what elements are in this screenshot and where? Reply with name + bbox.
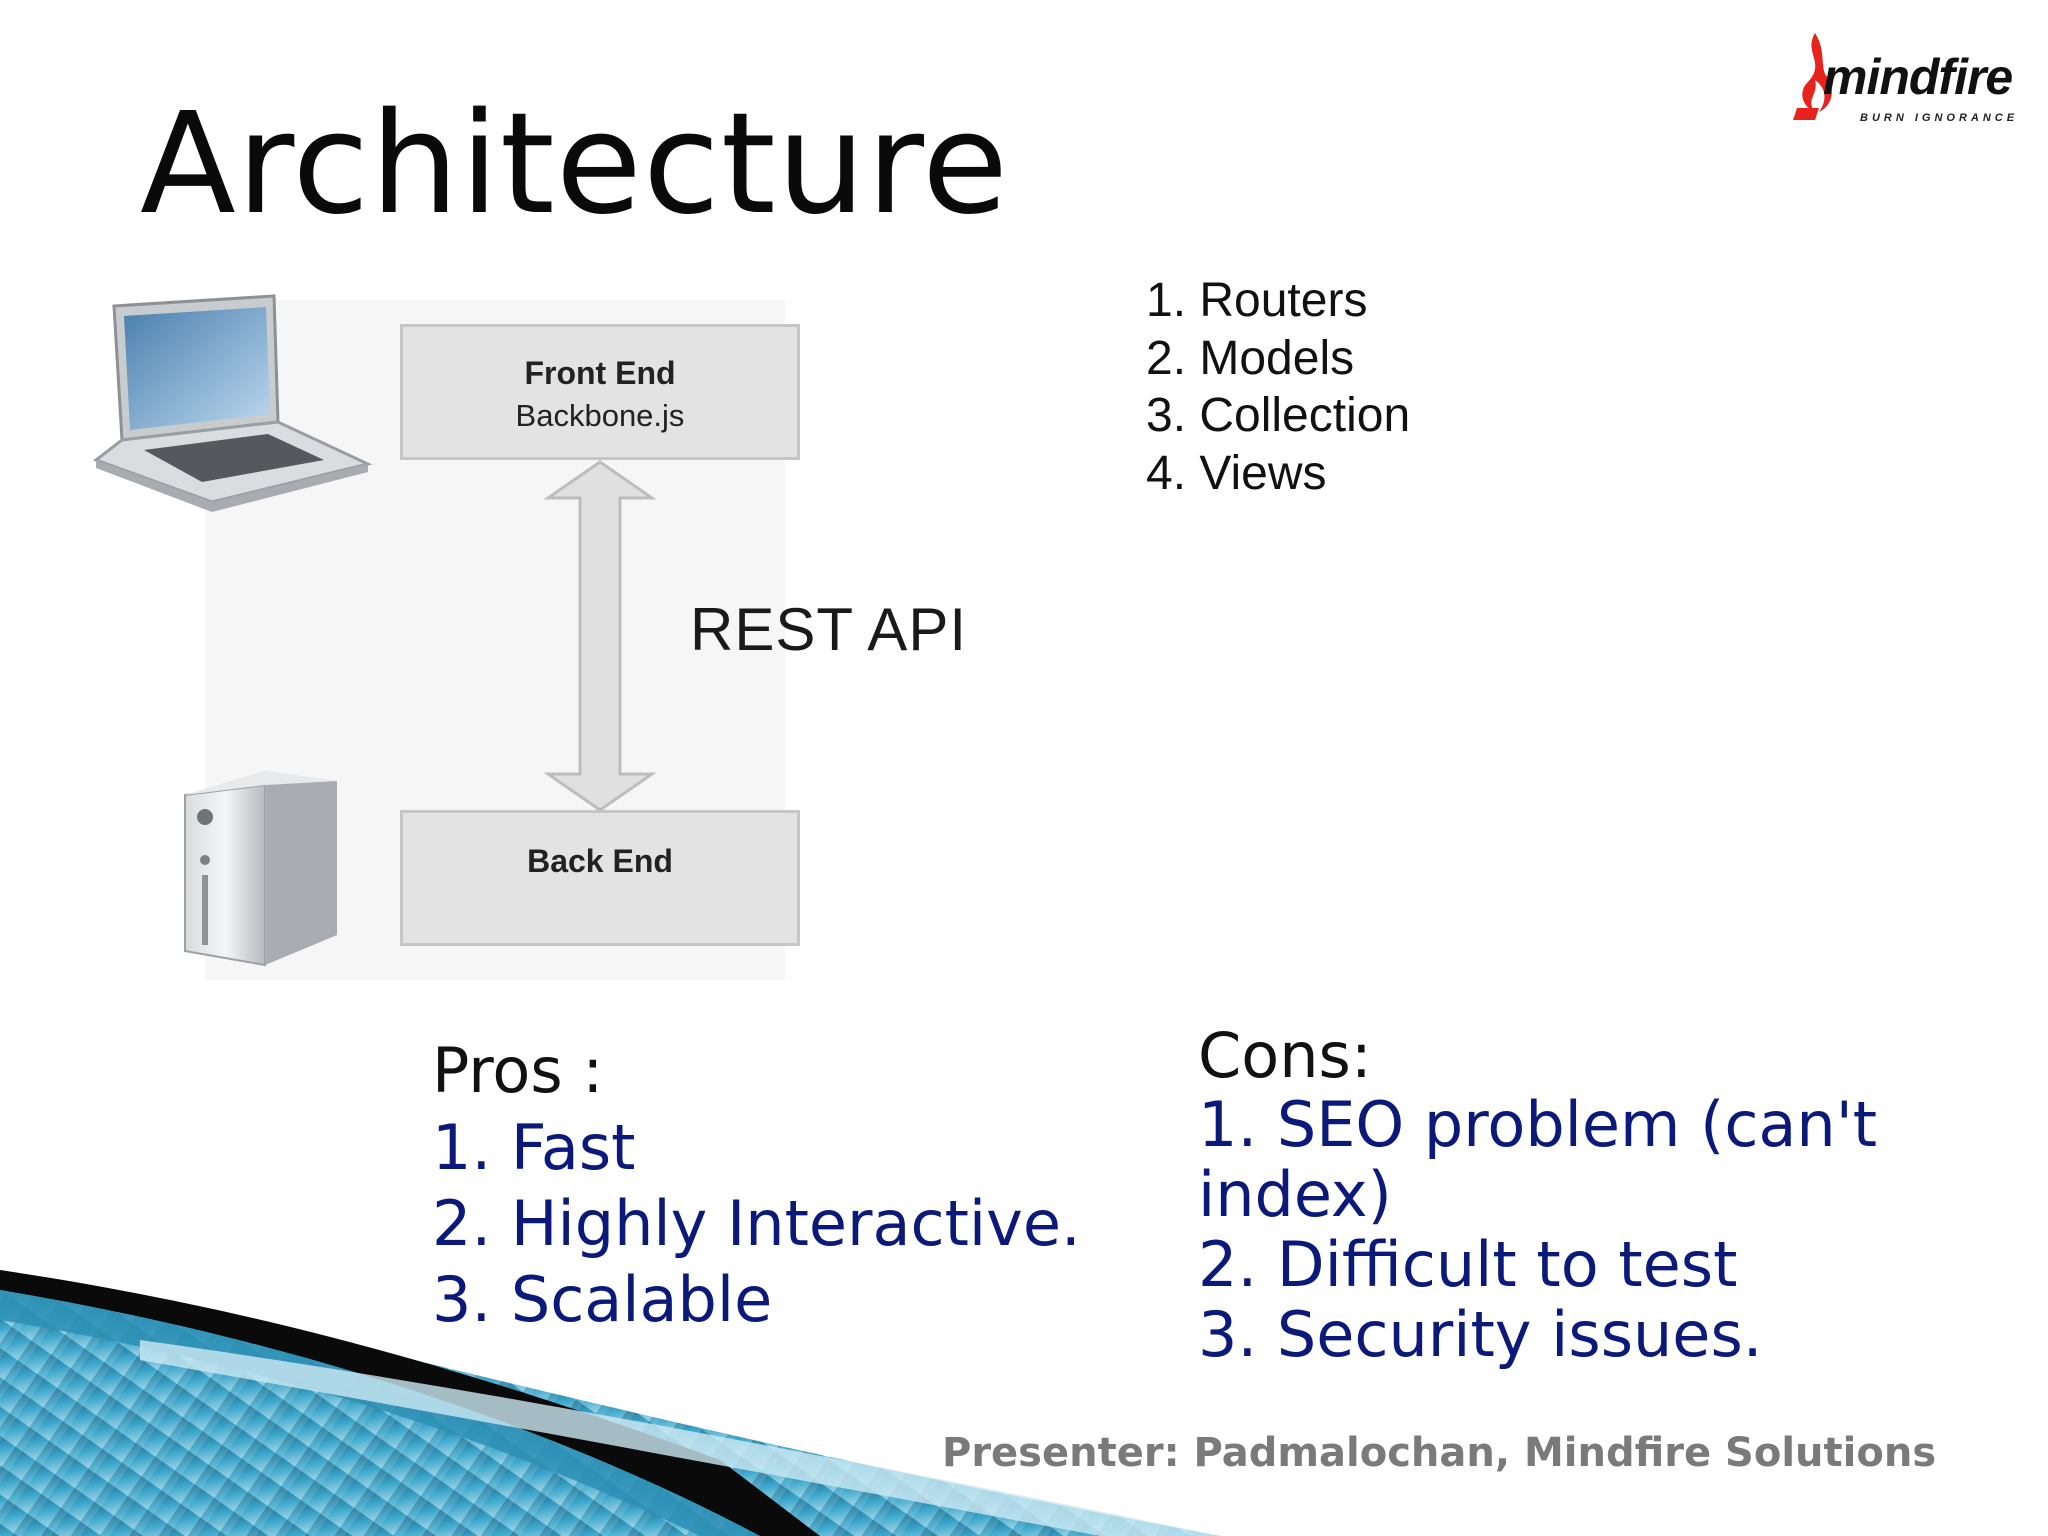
list-item: 3. Collection	[1146, 389, 1411, 442]
list-item: 2. Highly Interactive.	[432, 1187, 1081, 1260]
mindfire-logo: mindfire BURN IGNORANCE	[1785, 28, 2025, 128]
list-item: 1. SEO problem (can't index)	[1198, 1088, 1878, 1231]
back-end-title: Back End	[527, 843, 673, 879]
rest-api-arrow	[543, 460, 657, 812]
rest-api-label: REST API	[690, 596, 968, 663]
server-icon	[184, 771, 337, 967]
list-item: 2. Models	[1146, 331, 1355, 385]
list-item: 1. Fast	[432, 1111, 636, 1184]
back-end-box: Back End	[400, 810, 800, 946]
components-list: 1. Routers 2. Models 3. Collection 4. Vi…	[1146, 272, 1410, 502]
list-item: 3. Security issues.	[1198, 1298, 1763, 1371]
cons-list: 1. SEO problem (can't index) 2. Difficul…	[1198, 1090, 1918, 1370]
corner-swoosh-decoration	[0, 1270, 1220, 1536]
front-end-box: Front End Backbone.js	[400, 324, 800, 460]
list-item: 2. Difficult to test	[1198, 1228, 1738, 1301]
slide-title: Architecture	[140, 83, 1010, 246]
front-end-subtitle: Backbone.js	[515, 398, 685, 433]
pros-list: 1. Fast 2. Highly Interactive. 3. Scalab…	[432, 1110, 1081, 1338]
cons-heading: Cons:	[1198, 1019, 1372, 1092]
laptop-icon	[92, 294, 372, 512]
flame-icon	[1793, 33, 1832, 120]
list-item: 3. Scalable	[432, 1263, 773, 1336]
list-item: 1. Routers	[1146, 274, 1368, 327]
front-end-title: Front End	[524, 355, 676, 391]
logo-wordmark: mindfire	[1823, 49, 2013, 105]
logo-tagline: BURN IGNORANCE	[1860, 112, 2019, 124]
pros-heading: Pros :	[432, 1034, 604, 1107]
presenter-credit: Presenter: Padmalochan, Mindfire Solutio…	[942, 1430, 1937, 1476]
list-item: 4. Views	[1146, 446, 1327, 500]
